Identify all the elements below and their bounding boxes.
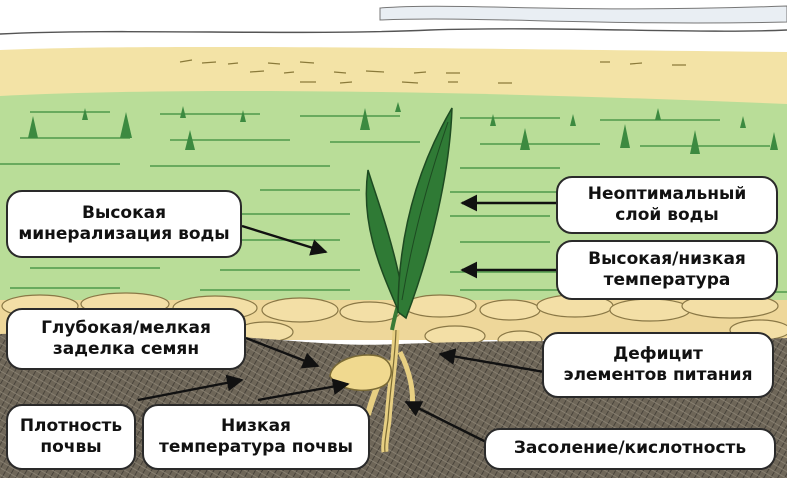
label-nonoptimal-water: Неоптимальный слой воды [556,176,778,234]
label-seed-depth: Глубокая/мелкая заделка семян [6,308,246,370]
label-soil-density: Плотность почвы [6,404,136,470]
label-salinity-acidity: Засоление/кислотность [484,428,776,470]
label-temperature: Высокая/низкая температура [556,240,778,300]
label-low-soil-temperature: Низкая температура почвы [142,404,370,470]
label-high-mineralization: Высокая минерализация воды [6,190,242,258]
label-nutrient-deficit: Дефицит элементов питания [542,332,774,398]
